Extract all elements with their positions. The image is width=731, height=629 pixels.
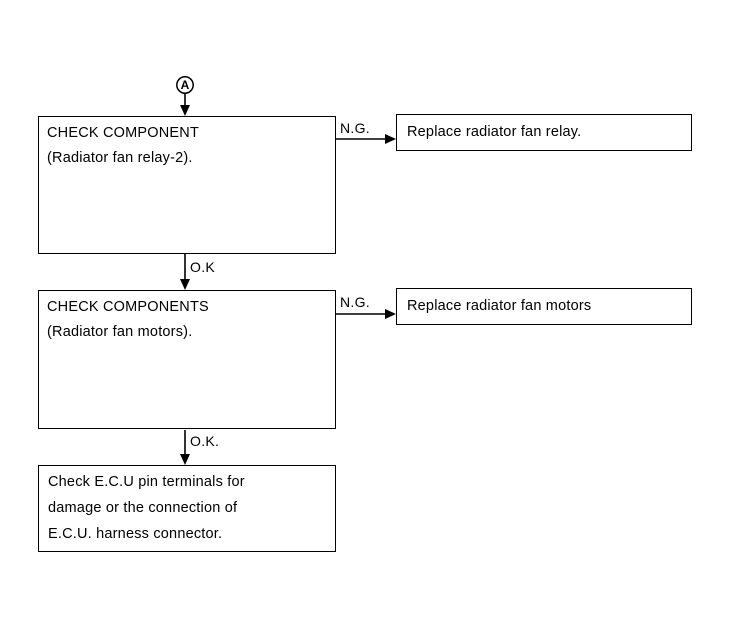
- step3-line-3: E.C.U. harness connector.: [48, 526, 223, 542]
- step2-ok-label: O.K.: [190, 433, 220, 449]
- entry-arrowhead: [180, 105, 190, 116]
- ok-arrowhead-1: [180, 279, 190, 290]
- connector-a-letter: A: [181, 78, 190, 92]
- step2-heading: CHECK COMPONENTS: [47, 299, 209, 315]
- step1-ng-label: N.G.: [340, 120, 370, 136]
- step3-line-1: Check E.C.U pin terminals for: [48, 474, 245, 490]
- step3-line-2: damage or the connection of: [48, 500, 238, 516]
- replace-relay-text: Replace radiator fan relay.: [407, 124, 582, 140]
- ok-arrowhead-2: [180, 454, 190, 465]
- replace-relay-box: Replace radiator fan relay.: [396, 114, 692, 151]
- replace-motors-box: Replace radiator fan motors: [396, 288, 692, 325]
- replace-motors-text: Replace radiator fan motors: [407, 298, 592, 314]
- step1-subject: (Radiator fan relay-2).: [47, 150, 193, 166]
- connector-a-symbol: A: [176, 76, 194, 94]
- step1-ok-label: O.K: [190, 259, 216, 275]
- step1-heading: CHECK COMPONENT: [47, 125, 200, 141]
- ng-arrowhead-1: [385, 134, 396, 144]
- check-component-relay-box: CHECK COMPONENT (Radiator fan relay-2).: [38, 116, 336, 254]
- step2-subject: (Radiator fan motors).: [47, 324, 193, 340]
- ng-arrowhead-2: [385, 309, 396, 319]
- step2-ng-label: N.G.: [340, 294, 370, 310]
- check-components-motors-box: CHECK COMPONENTS (Radiator fan motors).: [38, 290, 336, 429]
- check-ecu-terminals-box: Check E.C.U pin terminals for damage or …: [38, 465, 336, 552]
